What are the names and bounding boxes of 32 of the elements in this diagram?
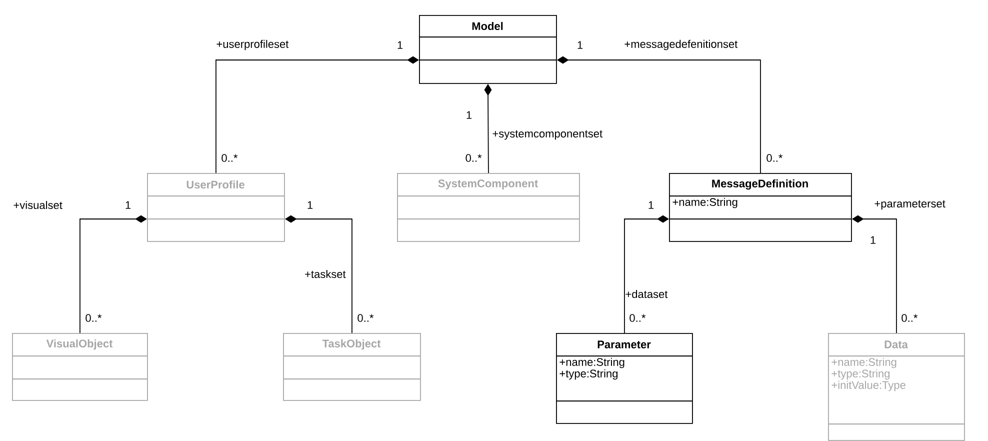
multiplicity-label: 0..* — [466, 154, 482, 162]
multiplicity-label: 1 — [398, 41, 403, 49]
class-box: SystemComponent — [396, 173, 580, 242]
multiplicity-label: 1 — [308, 201, 313, 209]
multiplicity-label: 0..* — [766, 154, 783, 162]
composition-line — [624, 215, 669, 334]
role-label: +messagedefenitionset — [624, 40, 738, 50]
role-label: +parameterset — [874, 200, 946, 210]
multiplicity-label: 0..* — [86, 314, 102, 322]
multiplicity-label: 1 — [126, 201, 131, 209]
multiplicity-label: 0..* — [222, 154, 238, 162]
role-label: +visualset — [14, 200, 62, 210]
multiplicity-label: 0..* — [902, 314, 918, 322]
composition-line — [216, 56, 419, 174]
class-box: Data +name:String +type:String +initValue:Type — [828, 333, 965, 441]
class-box: Model — [418, 15, 557, 84]
role-label: +dataset — [626, 290, 668, 298]
role-label: +systemcomponentset — [492, 130, 602, 140]
multiplicity-label: 1 — [578, 41, 583, 49]
multiplicity-label: 1 — [648, 201, 654, 209]
multiplicity-label: 0..* — [630, 314, 646, 322]
multiplicity-label: 1 — [466, 111, 472, 119]
class-box: TaskObject — [282, 333, 421, 401]
composition-line — [80, 215, 147, 334]
role-label: +userprofileset — [216, 40, 289, 50]
class-box: MessageDefinition +name:String — [668, 173, 852, 242]
multiplicity-label: 1 — [870, 236, 876, 244]
class-box: UserProfile — [146, 173, 285, 242]
role-label: +taskset — [305, 270, 346, 278]
class-box: VisualObject — [12, 333, 148, 401]
multiplicity-label: 0..* — [358, 314, 374, 322]
class-box: Parameter +name:String +type:String — [556, 333, 693, 424]
